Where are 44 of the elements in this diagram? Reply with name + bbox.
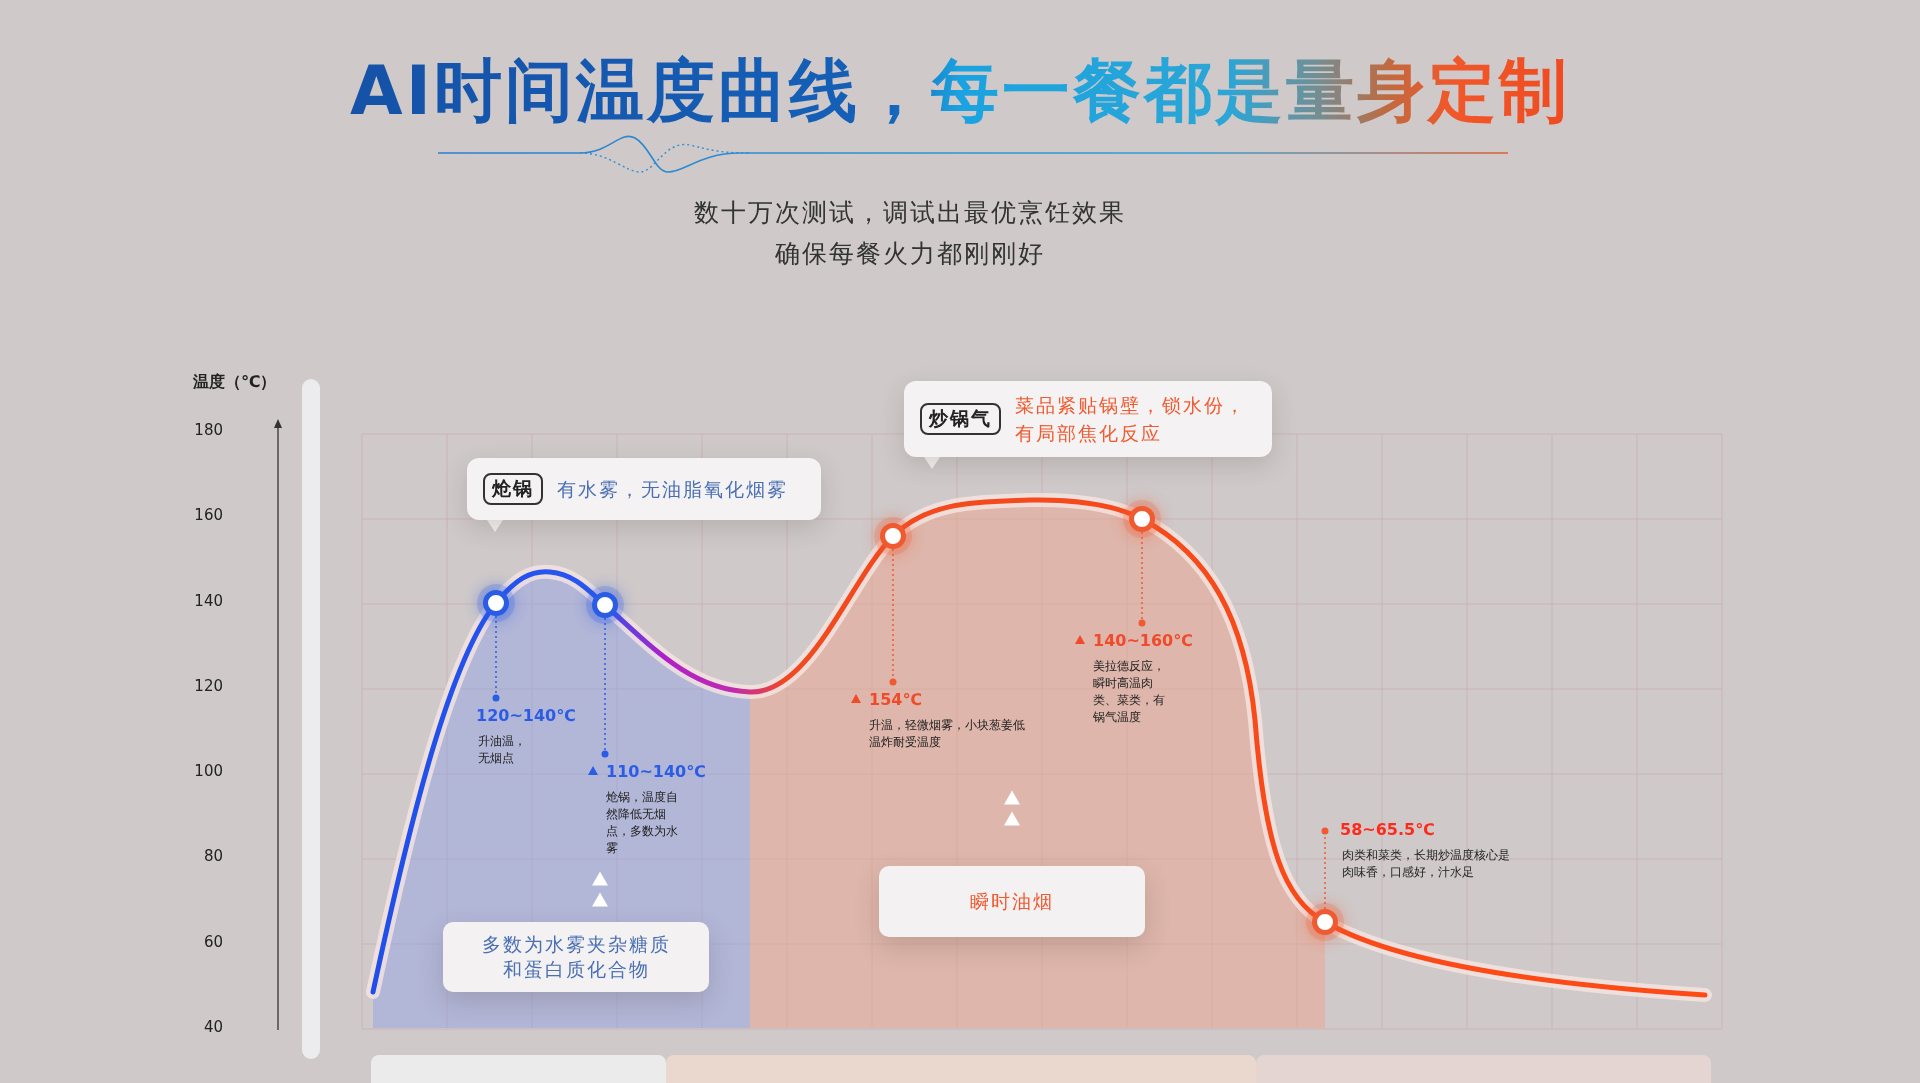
description-text: 升油温，无烟点 — [478, 733, 527, 767]
stage-bar — [1256, 1055, 1711, 1083]
callout-box — [467, 458, 821, 520]
axis-tick: 40 — [203, 1018, 223, 1036]
temperature-value: 140~160℃ — [1093, 631, 1193, 650]
point-marker — [483, 590, 509, 616]
point-marker — [1129, 506, 1155, 532]
point-marker — [592, 592, 618, 618]
axis-tick: 80 — [203, 847, 223, 866]
axis-tick: 180 — [194, 421, 223, 440]
leader-line — [889, 548, 897, 686]
leader-line — [492, 615, 500, 702]
point-marker — [880, 523, 906, 549]
callout-text: 菜品紧贴锅壁，锁水份，有局部焦化反应 — [1015, 393, 1247, 446]
leader-line — [1321, 827, 1329, 910]
subtitle-text: 确保每餐火力都刚刚好 — [775, 238, 1045, 270]
tag-label: 炒锅气 — [920, 403, 1001, 435]
chevron-arrow — [592, 871, 608, 907]
leader-line — [1138, 531, 1146, 627]
note-box: 多数为水雾夹杂糖质和蛋白质化合物 — [443, 922, 709, 992]
axis-tick: 120 — [194, 676, 223, 695]
point-marker — [1312, 909, 1338, 935]
description-text: 升温，轻微烟雾，小块葱姜低温炸耐受温度 — [869, 717, 1026, 751]
description-text: 炝锅，温度自然降低无烟点，多数为水雾 — [606, 789, 679, 857]
note-box: 瞬时油烟 — [879, 866, 1145, 937]
axis-tick: 100 — [194, 762, 223, 781]
axis-tick: 140 — [194, 591, 223, 610]
description-text: 肉类和菜类，长期炒温度核心是肉味香，口感好，汁水足 — [1342, 847, 1511, 881]
axis-tick: 160 — [194, 506, 223, 525]
temperature-value: 120~140℃ — [476, 706, 576, 725]
stage-bar — [371, 1055, 666, 1083]
leader-line — [601, 617, 609, 758]
callout-text: 有水雾，无油脂氧化烟雾 — [557, 477, 789, 502]
temperature-value: 58~65.5℃ — [1340, 820, 1435, 839]
temperature-value: 110~140℃ — [606, 762, 706, 781]
stage-bar — [666, 1055, 1256, 1083]
callout-box — [904, 381, 1272, 457]
subtitle-text: 数十万次测试，调试出最优烹饪效果 — [694, 197, 1126, 229]
temperature-value: 154℃ — [869, 690, 922, 709]
axis-tick: 60 — [203, 932, 223, 951]
description-text: 美拉德反应，瞬时高温肉类、菜类，有锅气温度 — [1093, 658, 1166, 726]
tag-label: 炝锅 — [483, 473, 543, 505]
chevron-arrow — [1004, 790, 1020, 826]
axis-label: 温度（℃） — [193, 372, 277, 393]
